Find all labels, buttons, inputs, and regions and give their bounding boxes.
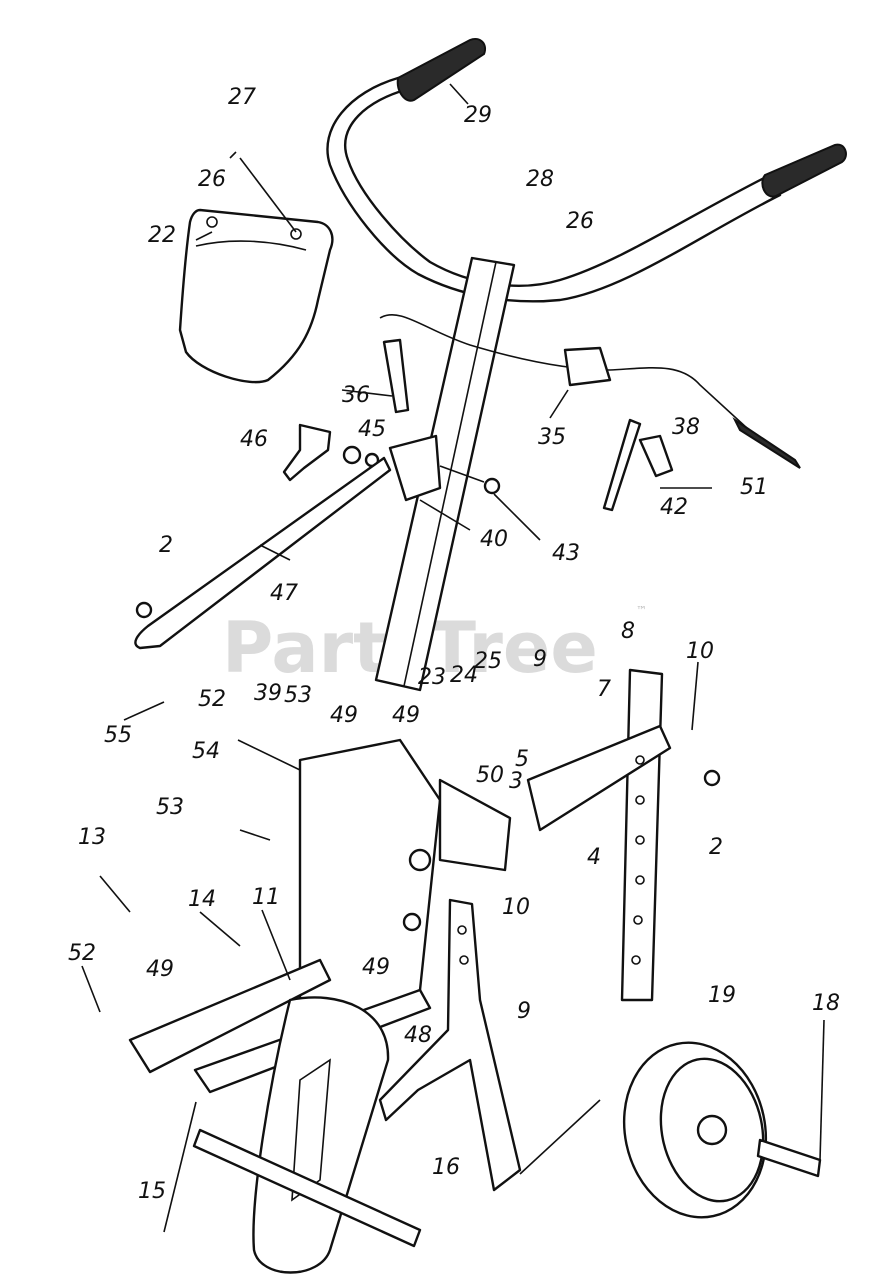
callout-10: 10 [686,639,714,664]
callout-53-b: 53 [156,795,184,820]
callout-29: 29 [464,103,492,128]
callout-8: 8 [621,619,635,644]
handle-tube [374,256,516,692]
leader-lines [81,83,825,1233]
callout-47: 47 [270,581,298,606]
callout-7: 7 [597,677,611,702]
callout-42: 42 [660,495,688,520]
callout-36: 36 [342,383,370,408]
callout-52: 52 [198,687,226,712]
watermark-trademark: ™ [636,604,647,617]
callout-51: 51 [740,475,768,500]
callout-45: 45 [358,417,386,442]
callout-23: 23 [418,665,446,690]
shroud-cover [178,208,334,384]
transport-wheel [622,1041,822,1219]
callout-28: 28 [526,167,554,192]
depth-control [134,423,501,650]
wheel-bracket [378,898,522,1192]
callout-9: 9 [533,647,547,672]
chain-case [252,996,390,1274]
callout-18: 18 [812,991,840,1016]
callout-55: 55 [104,723,132,748]
callout-35: 35 [538,425,566,450]
shift-cable-assembly [379,313,801,469]
right-hand-grip [761,143,847,198]
left-hand-grip [396,38,486,102]
callout-49: 49 [330,703,358,728]
callout-4: 4 [587,845,601,870]
callout-49-c: 49 [146,957,174,982]
callout-40: 40 [480,527,508,552]
callout-54: 54 [192,739,220,764]
callout-2: 2 [159,533,173,558]
callout-15: 15 [138,1179,166,1204]
callout-49-b: 49 [392,703,420,728]
callout-22: 22 [148,223,176,248]
shift-lever [602,418,674,512]
handlebar [326,38,847,303]
callout-25: 25 [474,649,502,674]
callout-27: 27 [228,85,256,110]
callout-43: 43 [552,541,580,566]
callout-labels: 27 26 22 29 28 26 36 35 38 46 45 51 42 4… [68,85,840,1204]
callout-3: 3 [509,769,523,794]
callout-19: 19 [708,983,736,1008]
callout-14: 14 [188,887,216,912]
callout-26-b: 26 [566,209,594,234]
callout-10-b: 10 [502,895,530,920]
callout-24: 24 [450,663,478,688]
callout-39: 39 [254,681,282,706]
callout-13: 13 [78,825,106,850]
callout-16: 16 [432,1155,460,1180]
tine-shaft [192,1128,422,1248]
drag-bar-assembly [526,668,721,1002]
callout-5: 5 [515,747,529,772]
callout-50: 50 [476,763,504,788]
callout-46: 46 [240,427,268,452]
callout-38: 38 [672,415,700,440]
callout-9-b: 9 [517,999,531,1024]
callout-48: 48 [404,1023,432,1048]
callout-52-b: 52 [68,941,96,966]
callout-53: 53 [284,683,312,708]
callout-2-b: 2 [709,835,723,860]
callout-11: 11 [252,885,280,910]
callout-26: 26 [198,167,226,192]
callout-49-d: 49 [362,955,390,980]
